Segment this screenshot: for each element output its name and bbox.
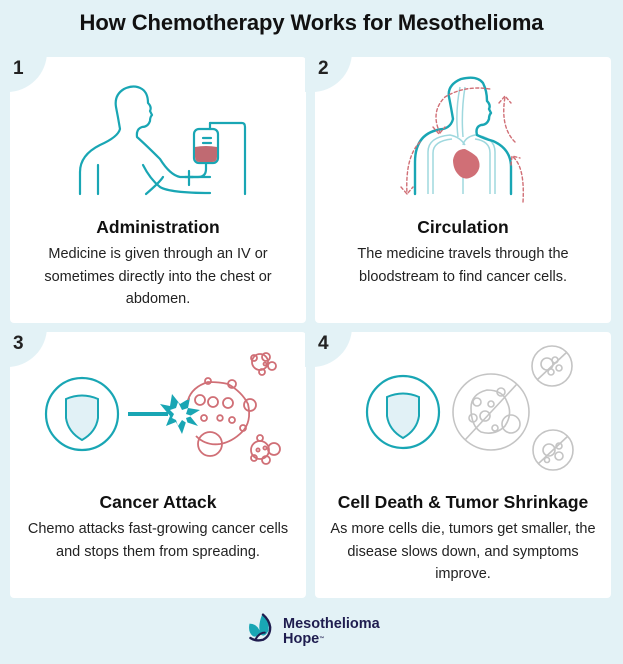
step-number-badge: 1 — [0, 50, 47, 92]
step-number: 1 — [13, 58, 24, 79]
step-number: 4 — [318, 333, 329, 354]
step-heading: Cancer Attack — [99, 492, 217, 512]
butterfly-logo-icon — [249, 613, 272, 642]
step-card-cell-death: 4 Cell Death & Tum — [305, 325, 611, 598]
step-number: 3 — [13, 333, 24, 354]
brand-name-line2: Hope™ — [283, 631, 325, 647]
step-number: 2 — [318, 58, 329, 79]
person-iv-drip-icon — [78, 85, 247, 196]
step-heading: Circulation — [417, 217, 509, 237]
page-title: How Chemotherapy Works for Mesothelioma — [79, 10, 544, 35]
step-card-cancer-attack: 3 — [0, 325, 306, 598]
step-description: As more cells die, tumors get smaller, t… — [330, 521, 596, 582]
brand-logo: Mesothelioma Hope™ — [283, 617, 380, 647]
shield-crossed-out-cells-icon — [365, 345, 574, 471]
shield-attacking-cancer-icon — [44, 352, 281, 465]
brand-name-line1: Mesothelioma — [283, 616, 380, 632]
step-description: The medicine travels through the bloodst… — [357, 246, 569, 285]
trademark-mark: ™ — [319, 636, 325, 642]
step-heading: Cell Death & Tumor Shrinkage — [337, 492, 589, 512]
step-description: Chemo attacks fast-growing cancer cells … — [27, 521, 289, 560]
step-description: Medicine is given through an IV or somet… — [44, 246, 272, 307]
step-card-administration: 1 Administration Medicine is given throu… — [0, 50, 306, 323]
step-card-circulation: 2 Circulation The medicine travels throu… — [305, 50, 611, 323]
step-number-badge: 2 — [305, 50, 352, 92]
bloodstream-circulation-icon — [400, 76, 524, 203]
step-heading: Administration — [96, 217, 220, 237]
